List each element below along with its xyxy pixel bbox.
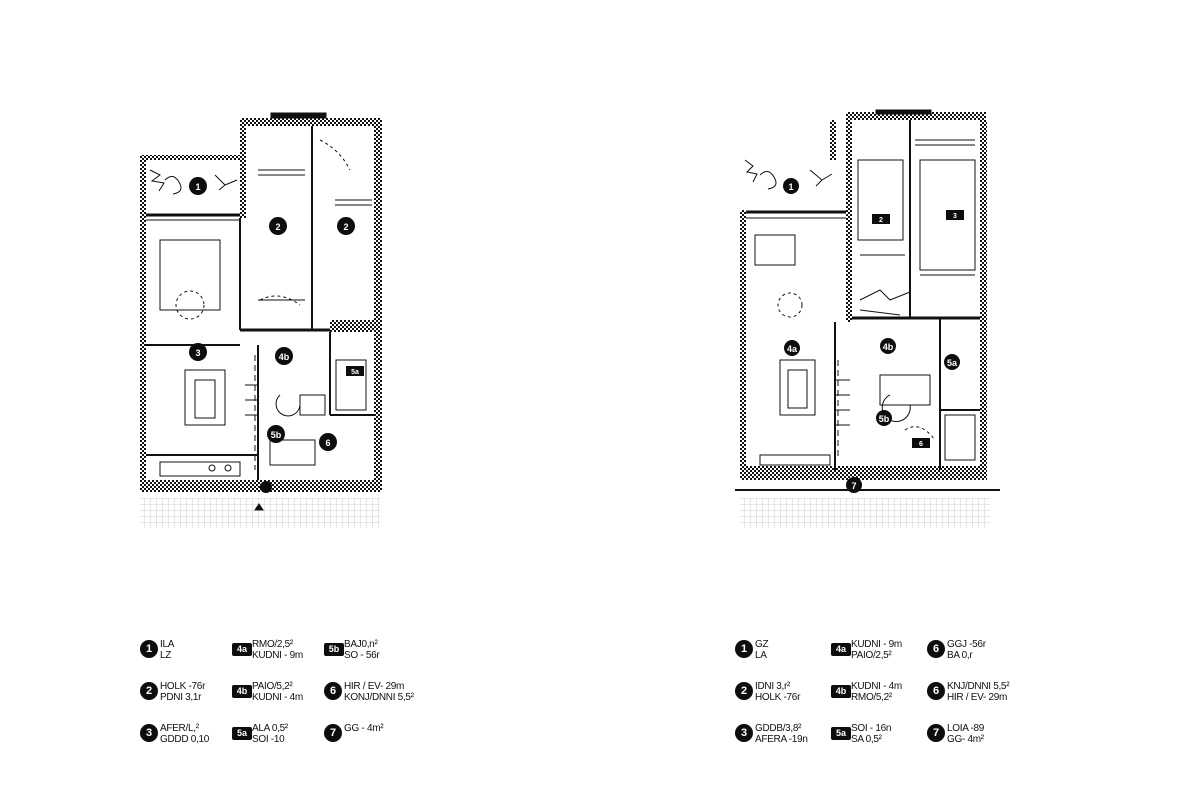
room-tag: 7 bbox=[851, 481, 856, 491]
legend-badge: 7 bbox=[324, 724, 342, 742]
room-tag: 6 bbox=[325, 438, 330, 448]
legend-badge: 5a bbox=[831, 727, 851, 740]
floor-plans: 1 2 2 3 4b 5a 5b 6 bbox=[140, 109, 1000, 528]
room-tag: 4b bbox=[279, 352, 290, 362]
left-floor-plan bbox=[140, 112, 382, 528]
right-floor-plan bbox=[735, 109, 1000, 528]
legend-badge: 7 bbox=[927, 724, 945, 742]
room-tag: 4a bbox=[787, 344, 798, 354]
legend-badge: 1 bbox=[735, 640, 753, 658]
room-tag: 1 bbox=[788, 182, 793, 192]
room-tag: 1 bbox=[195, 182, 200, 192]
legend-badge: 4a bbox=[232, 643, 252, 656]
room-tag: 5a bbox=[351, 369, 359, 376]
legend-badge: 1 bbox=[140, 640, 158, 658]
legend-badge: 5b bbox=[324, 643, 344, 656]
left-room-tags bbox=[189, 177, 364, 493]
room-tag: 2 bbox=[343, 222, 348, 232]
room-tag: 6 bbox=[919, 441, 923, 448]
room-tag: 2 bbox=[275, 222, 280, 232]
room-tag: 3 bbox=[953, 213, 957, 220]
legend-badge: 5a bbox=[232, 727, 252, 740]
legend-badge: 6 bbox=[927, 682, 945, 700]
legend-badge: 4a bbox=[831, 643, 851, 656]
room-tag: 2 bbox=[879, 217, 883, 224]
legend-badge: 6 bbox=[324, 682, 342, 700]
room-tag: 4b bbox=[883, 342, 894, 352]
room-tag: 3 bbox=[195, 348, 200, 358]
legend-badge: 4b bbox=[232, 685, 252, 698]
room-tag: 5b bbox=[271, 430, 282, 440]
legend-badge: 3 bbox=[140, 724, 158, 742]
legend-badge: 2 bbox=[140, 682, 158, 700]
room-tag: 5b bbox=[879, 414, 890, 424]
legend-badge: 4b bbox=[831, 685, 851, 698]
room-tag: 5a bbox=[947, 358, 958, 368]
right-room-tags bbox=[783, 178, 964, 493]
legend-badge: 6 bbox=[927, 640, 945, 658]
legend-label: GG - 4m² bbox=[344, 723, 384, 734]
legend-badge: 3 bbox=[735, 724, 753, 742]
legend-badge: 2 bbox=[735, 682, 753, 700]
